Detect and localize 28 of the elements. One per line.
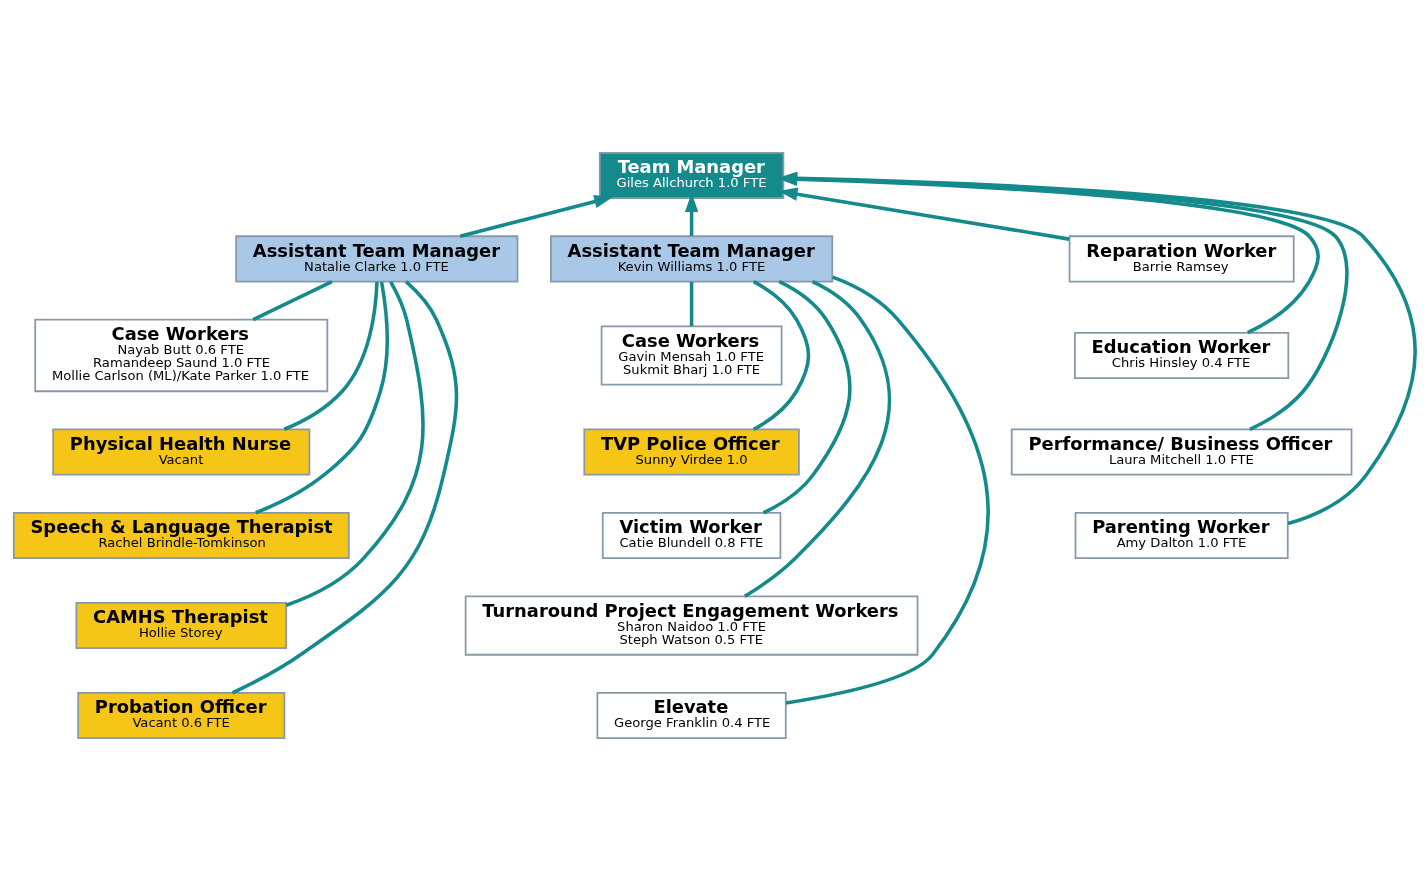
connector bbox=[231, 280, 458, 695]
connector bbox=[743, 280, 891, 598]
node-box: Case Workers Gavin Mensah 1.0 FTE Sukmit Bharj 1.0 FTE bbox=[600, 325, 782, 386]
node-box: Probation Officer Vacant 0.6 FTE bbox=[76, 692, 285, 740]
node-box: Education Worker Chris Hinsley 0.4 FTE bbox=[1073, 331, 1289, 380]
node-box: Case Workers Nayab Butt 0.6 FTE Ramandeep Saund 1.0 FTE Mollie Carlson (ML)/Kate Parker 1.0 FTE bbox=[33, 318, 328, 393]
node-box: TVP Police Officer Sunny Virdee 1.0 bbox=[582, 428, 800, 476]
node-box: Assistant Team Manager Kevin Williams 1.0 FTE bbox=[549, 235, 833, 283]
node-box: Reparation Worker Barrie Ramsey bbox=[1068, 235, 1295, 283]
node-box: Victim Worker Catie Blundell 0.8 FTE bbox=[601, 511, 781, 560]
connector bbox=[752, 280, 810, 431]
node-box: Speech & Language Therapist Rachel Brindle-Tomkinson bbox=[12, 511, 350, 560]
node-box: Physical Health Nurse Vacant bbox=[51, 428, 310, 476]
node-box: Performance/ Business Officer Laura Mitchell 1.0 FTE bbox=[1010, 428, 1352, 476]
connector bbox=[762, 279, 852, 515]
connector bbox=[283, 281, 379, 431]
connector bbox=[254, 281, 389, 515]
node-box: Team Manager Giles Allchurch 1.0 FTE bbox=[598, 151, 784, 199]
node-box: Turnaround Project Engagement Workers Sharon Naidoo 1.0 FTE Steph Watson 0.5 FTE bbox=[464, 595, 918, 656]
arrow bbox=[459, 195, 613, 238]
connector bbox=[785, 275, 990, 705]
connector bbox=[251, 280, 333, 322]
node-box: Parenting Worker Amy Dalton 1.0 FTE bbox=[1074, 511, 1289, 560]
node-box: Assistant Team Manager Natalie Clarke 1.0 FTE bbox=[234, 235, 518, 283]
node-box: Elevate George Franklin 0.4 FTE bbox=[596, 692, 787, 740]
connector bbox=[689, 281, 693, 327]
connector bbox=[285, 280, 425, 607]
node-box: CAMHS Therapist Hollie Storey bbox=[74, 602, 287, 650]
